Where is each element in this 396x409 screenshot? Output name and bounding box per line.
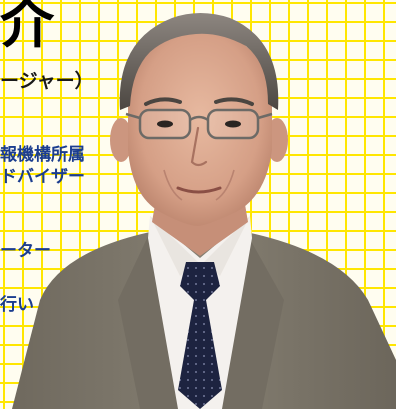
hair — [119, 13, 279, 110]
bio-line-1: 報機構所属 — [0, 145, 85, 165]
bio-line-3: ーター — [0, 241, 51, 261]
nose — [190, 126, 208, 167]
eyebrows — [144, 97, 254, 106]
face — [128, 28, 272, 226]
bio-line-2: ドバイザー — [0, 167, 85, 187]
role-text: ージャー） — [0, 70, 94, 92]
name-heading: 介 — [0, 0, 54, 55]
tie — [178, 262, 222, 409]
mouth — [163, 169, 235, 201]
eyes — [157, 120, 241, 128]
bio-line-4: 行い — [0, 295, 34, 315]
